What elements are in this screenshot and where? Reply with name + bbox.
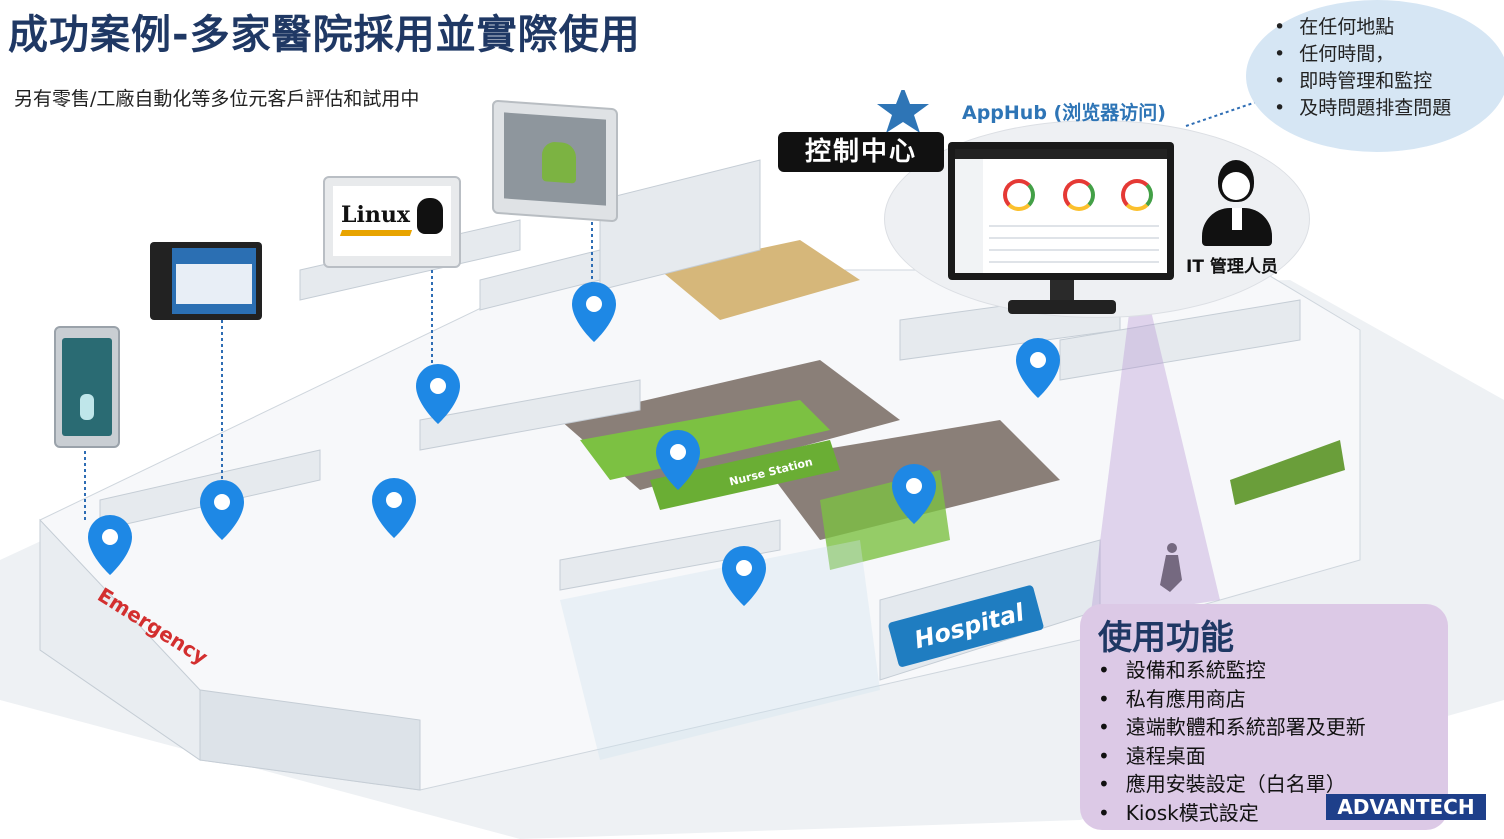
benefits-cloud: 在任何地點 任何時間， 即時管理和監控 及時問題排查問題 bbox=[1246, 0, 1504, 152]
medical-tablet-device bbox=[150, 242, 262, 320]
features-panel: 使用功能 設備和系統監控 私有應用商店 遠端軟體和系統部署及更新 遠程桌面 應用… bbox=[1080, 604, 1448, 830]
linux-label: Linux bbox=[341, 202, 410, 228]
feature-item: 遠端軟體和系統部署及更新 bbox=[1098, 713, 1366, 742]
cloud-item: 在任何地點 bbox=[1274, 14, 1451, 41]
feature-item: 應用安裝設定（白名單） bbox=[1098, 770, 1366, 799]
page-subtitle: 另有零售/工廠自動化等多位元客戶評估和試用中 bbox=[14, 88, 420, 110]
feature-item: 私有應用商店 bbox=[1098, 685, 1366, 714]
kiosk-device bbox=[54, 326, 120, 448]
control-center-label: 控制中心 bbox=[778, 132, 944, 172]
feature-item: 設備和系統監控 bbox=[1098, 656, 1366, 685]
page-title: 成功案例-多家醫院採用並實際使用 bbox=[8, 12, 641, 58]
it-admin-icon bbox=[1198, 160, 1276, 248]
apphub-monitor bbox=[948, 142, 1174, 280]
monitor-stand bbox=[1050, 280, 1074, 302]
linux-panel-device: Linux bbox=[323, 176, 461, 268]
feature-item: 遠程桌面 bbox=[1098, 742, 1366, 771]
android-icon bbox=[542, 141, 576, 184]
donut-chart-icon bbox=[1063, 179, 1095, 211]
feature-item: Kiosk模式設定 bbox=[1098, 799, 1366, 828]
penguin-icon bbox=[417, 198, 443, 234]
advantech-logo: ADVANTECH bbox=[1326, 794, 1486, 820]
cloud-item: 即時管理和監控 bbox=[1274, 68, 1451, 95]
apphub-dashboard-screen bbox=[955, 149, 1167, 273]
cloud-item: 任何時間， bbox=[1274, 41, 1451, 68]
donut-chart-icon bbox=[1003, 179, 1035, 211]
features-heading: 使用功能 bbox=[1098, 618, 1234, 658]
star-icon bbox=[877, 90, 929, 133]
it-admin-label: IT 管理人员 bbox=[1186, 257, 1278, 277]
apphub-label: AppHub (浏览器访问) bbox=[962, 102, 1166, 124]
body-scan-icon bbox=[80, 394, 94, 420]
android-panel-device bbox=[492, 99, 618, 223]
donut-chart-icon bbox=[1121, 179, 1153, 211]
cloud-item: 及時問題排查問題 bbox=[1274, 95, 1451, 122]
monitor-base bbox=[1008, 300, 1116, 314]
